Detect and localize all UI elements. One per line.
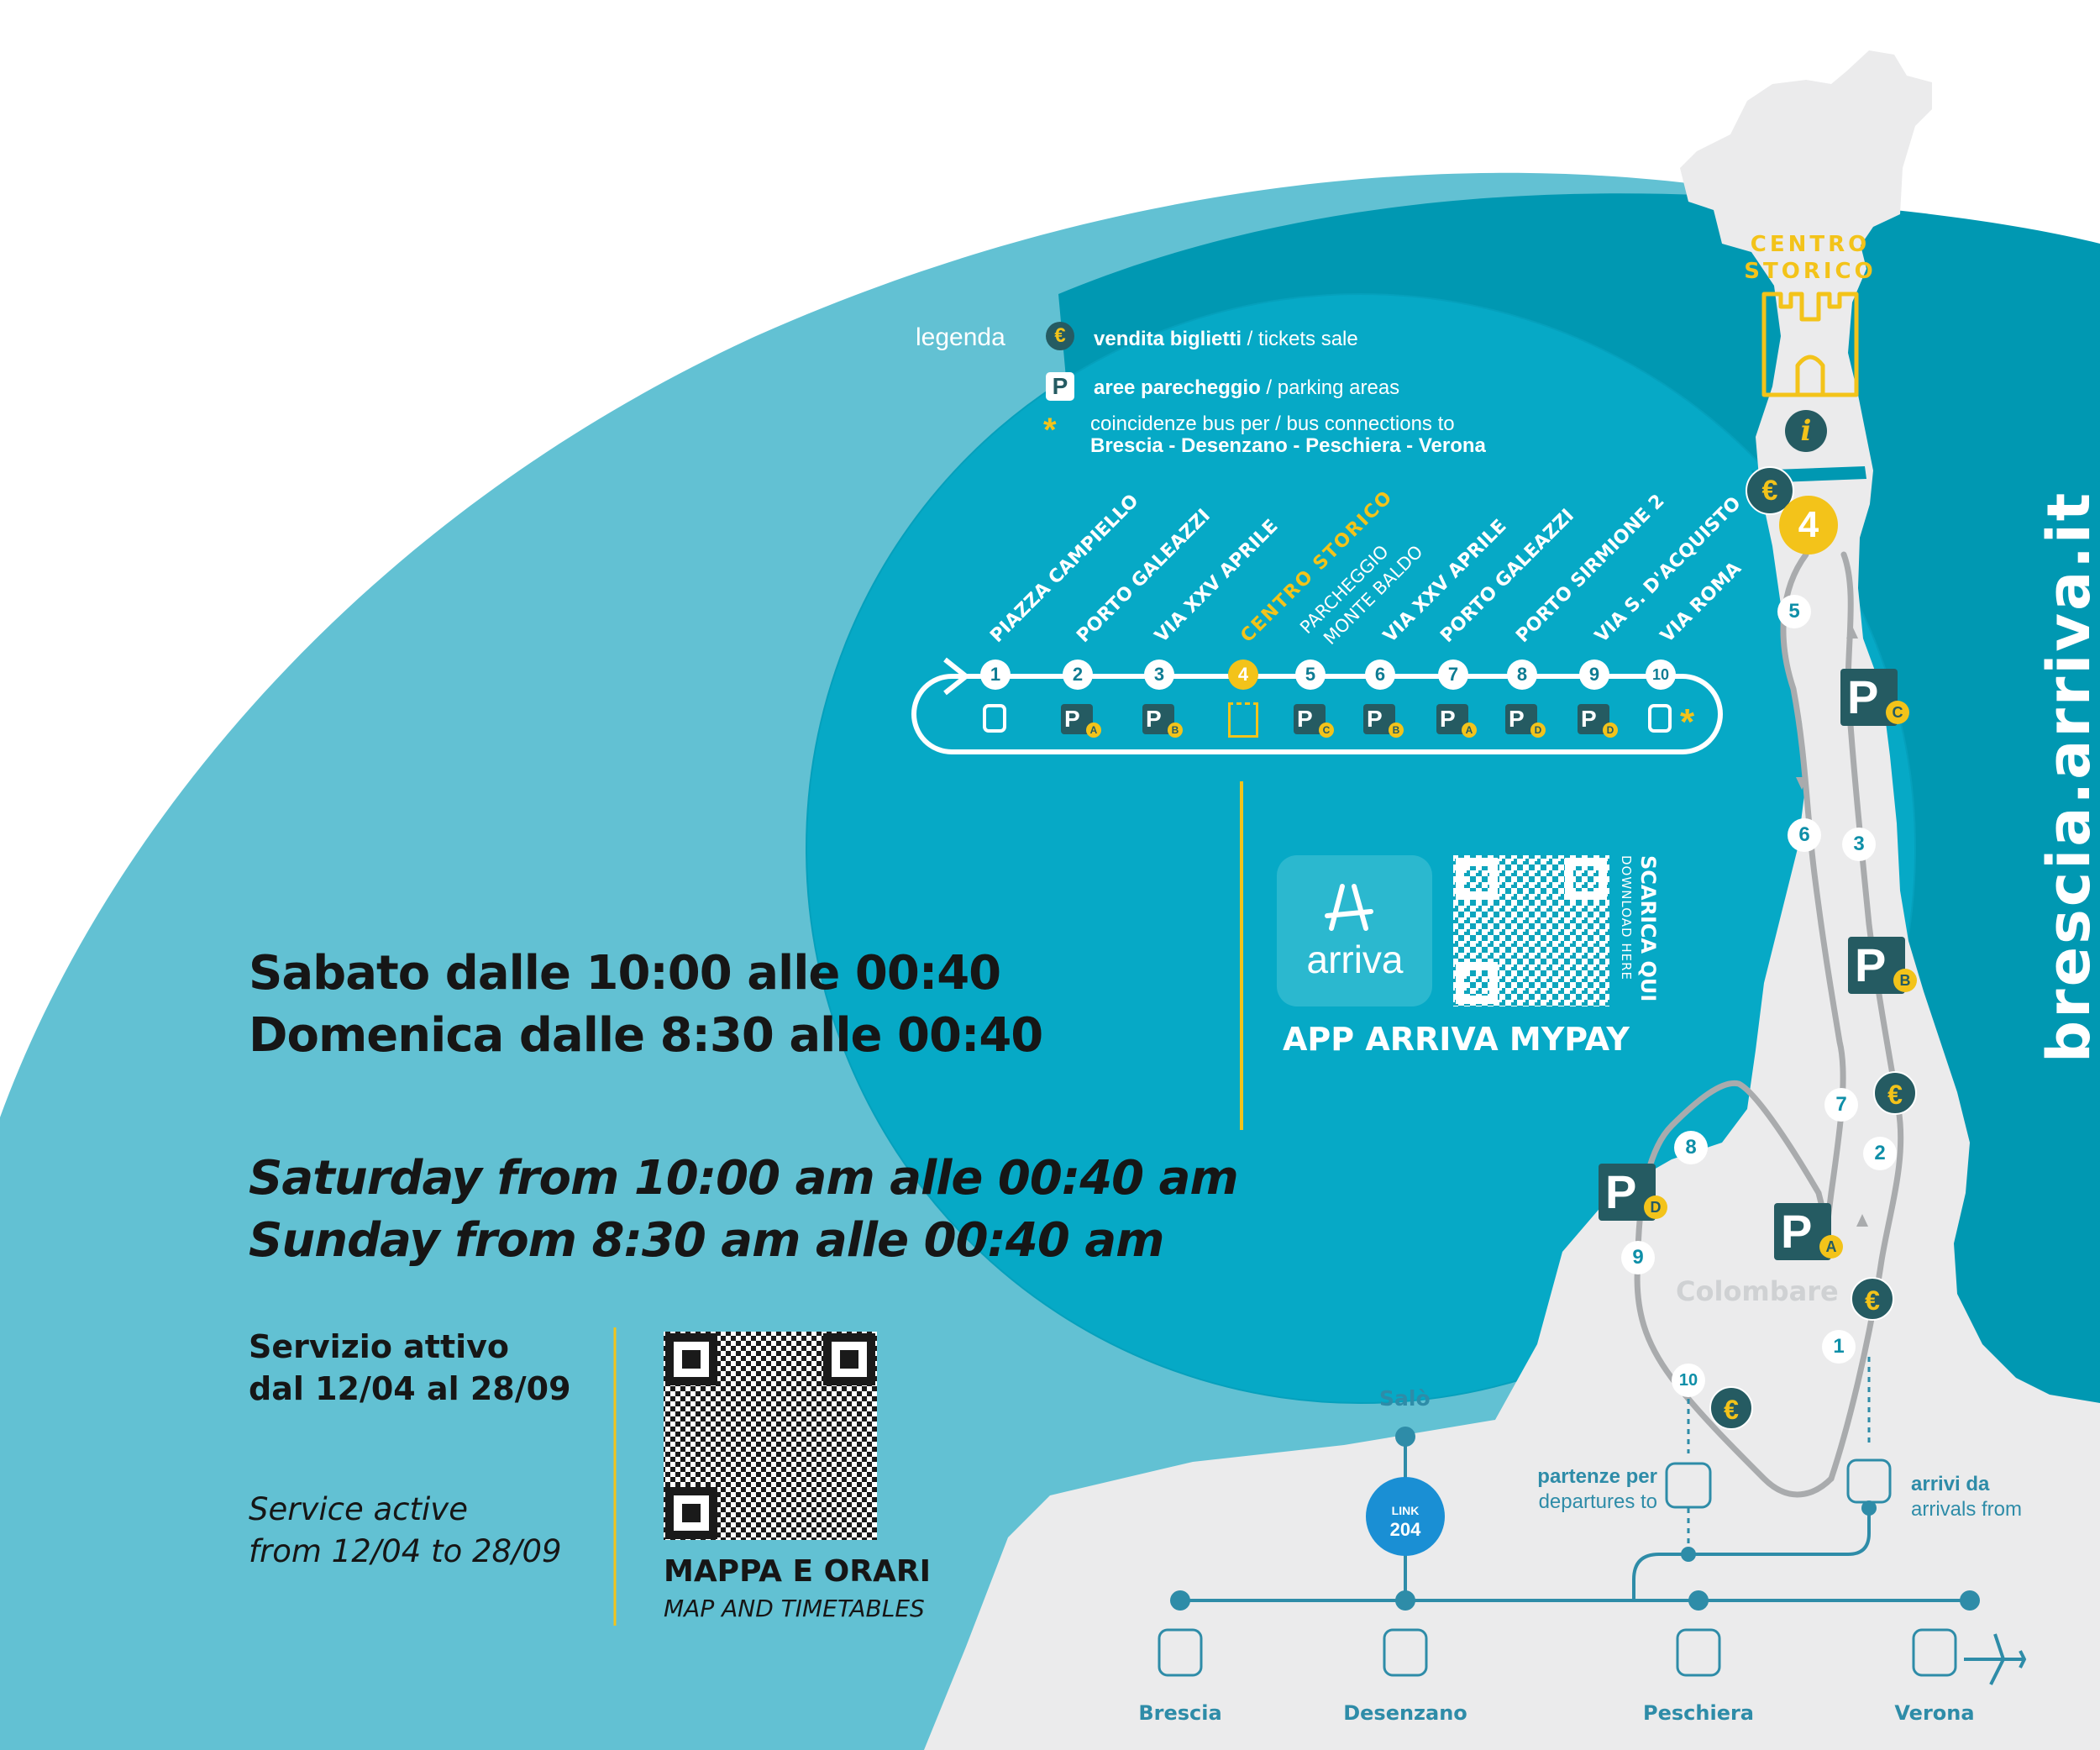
- legend-bus: coincidenze bus per / bus connections to…: [1090, 413, 1486, 457]
- stop-number-10: 10: [1646, 660, 1676, 690]
- city-verona: Verona: [1894, 1701, 1975, 1725]
- city-peschiera: Peschiera: [1643, 1701, 1754, 1725]
- parking-letter-badge: C: [1319, 723, 1334, 738]
- stop-number-6: 6: [1365, 660, 1395, 690]
- euro-icon: €: [1709, 1386, 1753, 1430]
- bus-network: [1180, 1437, 1970, 1602]
- train-icons: [1158, 1458, 1957, 1677]
- parking-icon: P: [1046, 372, 1074, 401]
- parking-letter-badge: D: [1530, 723, 1546, 738]
- link-label: LINK: [1391, 1504, 1420, 1517]
- map-stop-8: 8: [1674, 1131, 1708, 1164]
- map-qr-label: MAPPA E ORARI: [664, 1554, 931, 1589]
- airplane-icon: [1964, 1633, 2027, 1685]
- stop-number-8: 8: [1507, 660, 1537, 690]
- map-stop-5: 5: [1777, 595, 1811, 628]
- legend-tickets: vendita biglietti / tickets sale: [1094, 328, 1358, 350]
- salo-label: Salò: [1379, 1386, 1431, 1411]
- map-stop-9: 9: [1621, 1241, 1655, 1274]
- stop-number-7: 7: [1438, 660, 1468, 690]
- parking-letter-badge: A: [1819, 1235, 1843, 1259]
- app-qr-code: [1453, 855, 1609, 1006]
- parking-letter-badge: B: [1168, 723, 1183, 738]
- star-icon: *: [1043, 412, 1057, 449]
- map-stop-10: 10: [1672, 1364, 1705, 1397]
- stop-number-4: 4: [1228, 660, 1258, 690]
- legend-title: legenda: [916, 323, 1005, 351]
- bus-icon: [983, 704, 1006, 733]
- scarica-label: SCARICA QUI: [1636, 855, 1660, 1002]
- map-stop-7: 7: [1824, 1088, 1858, 1122]
- parking-letter-badge: C: [1886, 701, 1909, 724]
- euro-icon: €: [1851, 1277, 1894, 1321]
- stop-number-1: 1: [980, 660, 1011, 690]
- castle-icon: [1228, 702, 1258, 738]
- city-desenzano: Desenzano: [1343, 1701, 1467, 1725]
- link-204-roundel: [1366, 1477, 1445, 1556]
- stop-number-5: 5: [1295, 660, 1326, 690]
- euro-icon: €: [1873, 1071, 1917, 1115]
- map-stop-1: 1: [1822, 1330, 1856, 1364]
- map-qr-label-en: MAP AND TIMETABLES: [664, 1595, 925, 1622]
- parking-letter-badge: B: [1893, 969, 1917, 992]
- arriva-app-tile: [1277, 855, 1432, 1006]
- parking-letter-badge: A: [1086, 723, 1101, 738]
- stop-number-9: 9: [1579, 660, 1609, 690]
- website-url[interactable]: brescia.arriva.it: [2034, 490, 2100, 1063]
- parking-letter-badge: D: [1603, 723, 1618, 738]
- download-label: DOWNLOAD HERE: [1619, 855, 1634, 981]
- app-label[interactable]: APP ARRIVA MYPAY: [1283, 1021, 1630, 1058]
- parking-letter-badge: B: [1389, 723, 1404, 738]
- castle-icon: [1761, 292, 1859, 397]
- euro-icon: €: [1046, 322, 1074, 350]
- star-icon: *: [1680, 702, 1695, 743]
- arriva-logo: arriva: [1306, 938, 1404, 981]
- bus-icon: [1648, 704, 1672, 733]
- parking-letter-badge: D: [1644, 1196, 1667, 1219]
- city-brescia: Brescia: [1138, 1701, 1222, 1725]
- map-stop-2: 2: [1863, 1137, 1897, 1170]
- map-stop-3: 3: [1842, 828, 1876, 861]
- mid-teal-circle: [806, 294, 1915, 1403]
- euro-icon: €: [1746, 466, 1794, 515]
- map-stop-6: 6: [1788, 818, 1821, 852]
- stop-number-2: 2: [1063, 660, 1093, 690]
- legend-parking: aree parecheggio / parking areas: [1094, 376, 1400, 399]
- info-icon: i: [1785, 410, 1827, 452]
- map-stop-4: 4: [1779, 496, 1838, 554]
- link-number: 204: [1389, 1519, 1421, 1540]
- colombare-label: Colombare: [1676, 1275, 1839, 1307]
- stop-number-3: 3: [1144, 660, 1174, 690]
- parking-letter-badge: A: [1462, 723, 1477, 738]
